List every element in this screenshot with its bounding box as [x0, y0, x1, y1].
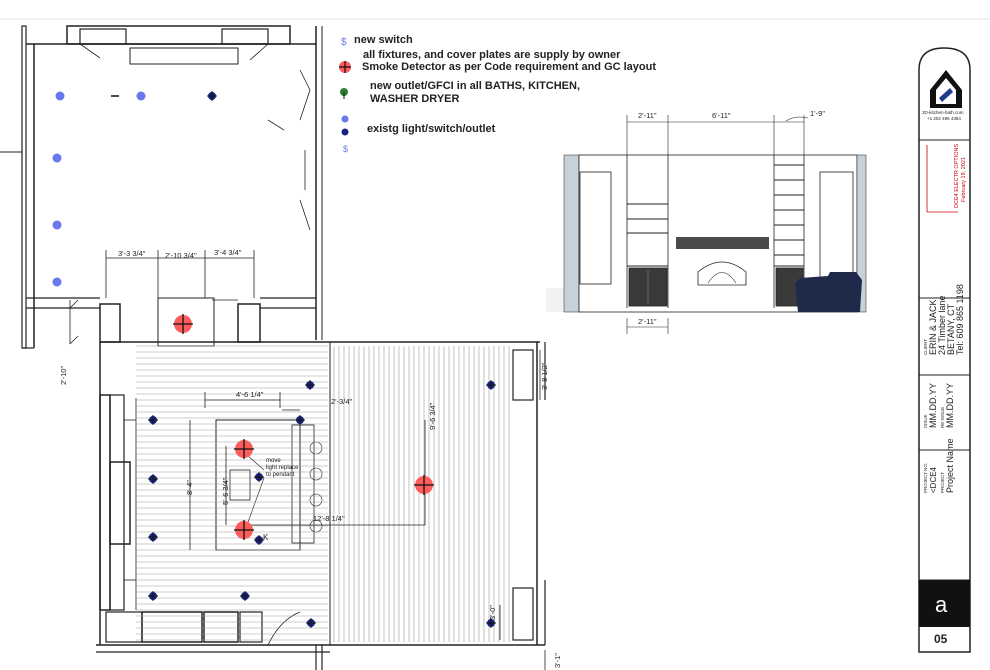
- switch-outlet-icon: [305, 380, 315, 390]
- dim-b: 2'-10 3/4": [165, 251, 197, 260]
- dim-j: 5'-6 3/4": [221, 477, 230, 505]
- smoke-detector-icon: [173, 314, 193, 334]
- svg-text:6'-11": 6'-11": [712, 111, 731, 120]
- dim-f: 2'-3/4": [331, 397, 353, 406]
- dim-e: 4'-6 1/4": [236, 390, 264, 399]
- svg-text:CLIENT: CLIENT: [923, 339, 928, 355]
- switch-outlet-icon: [254, 535, 264, 545]
- title-block-text: 3D-kitchen-bath.com +1 202 496 4384 DCE4…: [922, 110, 967, 646]
- svg-text:to pendant: to pendant: [266, 472, 295, 478]
- smoke-detector-icon: [234, 439, 254, 459]
- existing-light-icon: [341, 115, 349, 123]
- switch-outlet-icon: [207, 91, 217, 101]
- dim-g: 9'-6 3/4": [428, 402, 437, 430]
- switch-outlet-icon: [240, 591, 250, 601]
- legend-existing-note: existg light/switch/outlet: [367, 123, 496, 135]
- existing-outlet-icon: [341, 128, 349, 136]
- svg-text:Project Name: Project Name: [945, 438, 955, 493]
- switch-symbol-icon: $: [341, 37, 347, 48]
- svg-text:PROJECT NO.: PROJECT NO.: [923, 463, 928, 493]
- svg-text:ISSUE: ISSUE: [923, 414, 928, 428]
- switch-outlet-icon: [295, 415, 305, 425]
- dim-l: 3'-0": [488, 605, 497, 620]
- svg-text:Tel: 609 865 1198: Tel: 609 865 1198: [955, 284, 965, 355]
- svg-text:light replace: light replace: [266, 465, 299, 471]
- legend-outlet-note-1: new outlet/GFCI in all BATHS, KITCHEN,: [370, 80, 581, 92]
- light-fixture-icon: [52, 277, 62, 287]
- svg-text:PROJECT: PROJECT: [940, 472, 945, 493]
- svg-text:24 Timber lane: 24 Timber lane: [937, 295, 947, 355]
- svg-text:3D-kitchen-bath.com: 3D-kitchen-bath.com: [922, 110, 964, 115]
- svg-text:MM.DD.YY: MM.DD.YY: [945, 383, 955, 428]
- dimension-labels: 3'-3 3/4" 2'-10 3/4" 3'-4 3/4" 2'-10" 4'…: [59, 248, 562, 668]
- light-fixture-icon: [52, 153, 62, 163]
- move-light-note: move light replace to pendant: [246, 454, 299, 526]
- smoke-detector-icon: [414, 475, 434, 495]
- dim-d: 2'-10": [59, 366, 68, 385]
- switch-outlet-icon: [306, 618, 316, 628]
- legend-smoke-note: Smoke Detector as per Code requirement a…: [362, 61, 657, 73]
- existing-switch-icon: $: [343, 144, 348, 154]
- switch-outlet-icon: [148, 532, 158, 542]
- dim-h: 3'-8 1/2": [540, 362, 549, 390]
- svg-text:+1 202 496 4384: +1 202 496 4384: [927, 116, 961, 121]
- floor-hatching-left: [136, 345, 328, 641]
- k-label: K: [263, 533, 269, 542]
- light-fixture-icon: [55, 91, 65, 101]
- svg-text:February 19, 2021: February 19, 2021: [961, 157, 967, 202]
- switch-outlet-icon: [148, 415, 158, 425]
- legend-supply-note: all fixtures, and cover plates are suppl…: [363, 49, 621, 61]
- floor-hatching-right: [333, 346, 510, 642]
- lower-room: [96, 341, 546, 670]
- light-fixture-icon: [52, 220, 62, 230]
- svg-text:BETANY, CT: BETANY, CT: [946, 303, 956, 355]
- dim-c: 3'-4 3/4": [214, 248, 242, 257]
- dim-m: 3'-1": [553, 653, 562, 668]
- smoke-detector-icon: [234, 520, 254, 540]
- switch-outlet-icon: [486, 380, 496, 390]
- sheet-number: 05: [934, 632, 948, 646]
- svg-text:ERIN & JACK: ERIN & JACK: [928, 299, 938, 355]
- svg-text:1'-9": 1'-9": [810, 109, 825, 118]
- dimension-lines: [69, 250, 546, 670]
- legend-symbols: $ $: [339, 37, 351, 154]
- svg-text:RE-ISSUE: RE-ISSUE: [940, 407, 945, 428]
- legend-outlet-note-2: WASHER DRYER: [370, 93, 460, 105]
- title-block: [918, 47, 971, 653]
- switch-outlet-icon: [254, 472, 264, 482]
- light-fixture-icon: [136, 91, 146, 101]
- svg-text:DCE4 ELECTR OPTIONS: DCE4 ELECTR OPTIONS: [954, 143, 960, 208]
- svg-text:move: move: [266, 458, 281, 464]
- switch-outlet-icon: [148, 591, 158, 601]
- sheet-letter: a: [935, 592, 948, 617]
- svg-text:MM.DD.YY: MM.DD.YY: [928, 383, 938, 428]
- upper-room: [21, 25, 323, 349]
- dim-k: 12'-8 1/4": [313, 514, 345, 523]
- switch-outlet-icon: [486, 618, 496, 628]
- elevation-view: [546, 115, 867, 334]
- dim-a: 3'-3 3/4": [118, 249, 146, 258]
- dim-i: 8'-4": [185, 480, 194, 495]
- legend-new-switch: new switch: [354, 34, 413, 46]
- switch-outlet-icon: [148, 474, 158, 484]
- fixture-symbols: [52, 91, 496, 628]
- svg-text:<DCE4: <DCE4: [929, 466, 938, 493]
- svg-text:2'-11": 2'-11": [638, 111, 657, 120]
- svg-text:2'-11": 2'-11": [638, 317, 657, 326]
- elevation-dimension-labels: 2'-11" 6'-11" 1'-9" 2'-11": [638, 109, 825, 326]
